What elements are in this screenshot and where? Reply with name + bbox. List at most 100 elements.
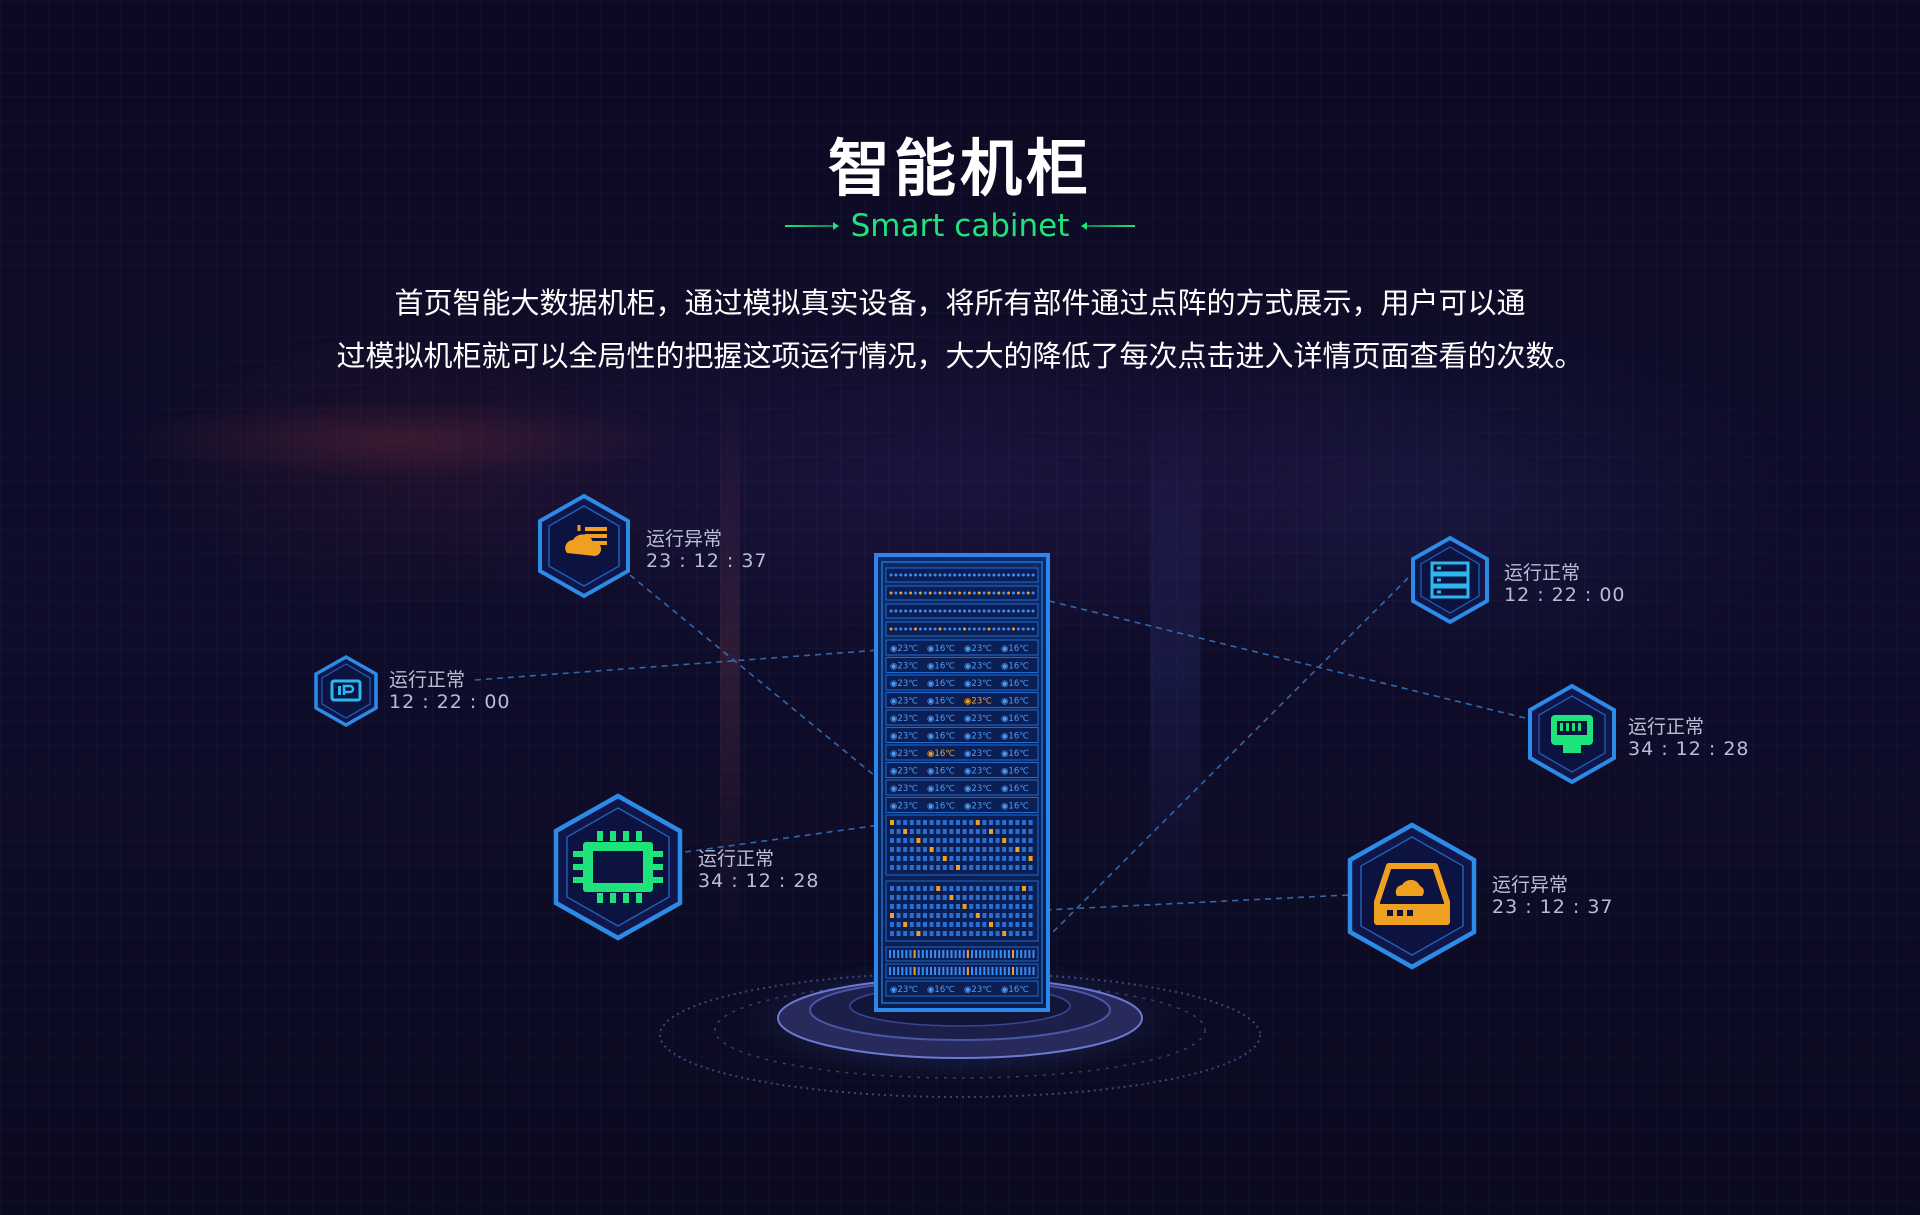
cabinet-temp-label: ◉16℃ — [927, 767, 955, 777]
cabinet-temp-row: ◉23℃ ◉16℃ ◉23℃ ◉16℃ — [885, 709, 1039, 726]
link-server — [1044, 577, 1409, 941]
cabinet-temp-label: ◉23℃ — [964, 644, 992, 654]
server-cabinet: ◉23℃ ◉16℃ ◉23℃ ◉16℃ ◉23℃ ◉16℃ ◉23℃ ◉16℃ ◉23℃ ◉16℃… — [874, 553, 1050, 1012]
node-time: 12 : 22 : 00 — [389, 691, 511, 713]
node-time: 34 : 12 : 28 — [698, 870, 820, 892]
cabinet-temp-label: ◉23℃ — [964, 697, 992, 707]
cabinet-temp-label: ◉23℃ — [890, 679, 918, 689]
cabinet-grid-block — [885, 814, 1039, 876]
cabinet-dot-row — [885, 621, 1039, 637]
cabinet-temp-row: ◉23℃ ◉16℃ ◉23℃ ◉16℃ — [885, 779, 1039, 796]
cabinet-temp-label: ◉16℃ — [927, 985, 955, 995]
node-status: 运行异常 — [1492, 874, 1569, 896]
subtitle-deco-left — [784, 222, 839, 230]
cabinet-temp-row: ◉23℃ ◉16℃ ◉23℃ ◉16℃ — [885, 657, 1039, 673]
cabinet-temp-label: ◉23℃ — [964, 662, 992, 672]
cabinet-grid-block — [885, 880, 1039, 942]
cabinet-temp-label: ◉23℃ — [964, 714, 992, 724]
hexagon-frame — [314, 654, 378, 728]
hexagon-frame — [1347, 822, 1477, 970]
ip-address-icon — [330, 679, 362, 702]
cabinet-temp-label: ◉23℃ — [890, 714, 918, 724]
cabinet-temp-label: ◉16℃ — [1001, 679, 1029, 689]
cabinet-temp-row: ◉23℃ ◉16℃ ◉23℃ ◉16℃ — [885, 727, 1039, 743]
cabinet-temp-label: ◉16℃ — [1001, 644, 1029, 654]
link-ip — [474, 649, 881, 681]
cabinet-dot-row — [885, 585, 1039, 601]
cabinet-temp-label: ◉23℃ — [890, 784, 918, 794]
node-status: 运行异常 — [646, 528, 723, 550]
link-cloud — [629, 574, 881, 781]
cabinet-temp-label: ◉16℃ — [1001, 697, 1029, 707]
cabinet-temp-label: ◉16℃ — [927, 784, 955, 794]
cabinet-temp-row: ◉23℃ ◉16℃ ◉23℃ ◉16℃ — [885, 639, 1039, 656]
cabinet-temp-label: ◉23℃ — [890, 662, 918, 672]
cloud-data-icon — [565, 525, 607, 556]
cloud-storage-icon — [1374, 863, 1450, 925]
cabinet-temp-label: ◉23℃ — [890, 749, 918, 759]
cabinet-temp-label: ◉23℃ — [890, 802, 918, 812]
hexagon-frame — [553, 793, 683, 941]
cabinet-temp-label: ◉23℃ — [890, 644, 918, 654]
cabinet-temp-label: ◉23℃ — [890, 985, 918, 995]
hexagon-frame — [1411, 535, 1489, 625]
cabinet-temp-label: ◉23℃ — [964, 985, 992, 995]
cabinet-slot-row — [885, 946, 1039, 962]
node-status: 运行正常 — [389, 669, 466, 691]
network-port-icon — [1551, 715, 1593, 753]
cabinet-dot-row — [885, 567, 1039, 583]
cabinet-temp-label: ◉16℃ — [1001, 802, 1029, 812]
cabinet-temp-label: ◉16℃ — [927, 749, 955, 759]
description-line-2: 过模拟机柜就可以全局性的把握这项运行情况，大大的降低了每次点击进入详情页面查看的… — [336, 339, 1584, 373]
cabinet-visual: ◉23℃ ◉16℃ ◉23℃ ◉16℃ ◉23℃ ◉16℃ ◉23℃ ◉16℃ ◉23℃ ◉16℃… — [610, 540, 1310, 1104]
page-title: 智能机柜 — [827, 132, 1092, 205]
node-status: 运行正常 — [698, 848, 775, 870]
cabinet-temp-label: ◉23℃ — [964, 767, 992, 777]
cabinet-slot-row — [885, 963, 1039, 979]
node-time: 23 : 12 : 37 — [646, 550, 768, 572]
node-status: 运行正常 — [1504, 562, 1581, 584]
cabinet-temp-label: ◉16℃ — [927, 802, 955, 812]
cabinet-temp-label: ◉16℃ — [1001, 732, 1029, 742]
cabinet-temp-label: ◉23℃ — [890, 732, 918, 742]
cabinet-temp-label: ◉16℃ — [1001, 784, 1029, 794]
hexagon-frame — [1528, 683, 1616, 785]
node-time: 34 : 12 : 28 — [1628, 738, 1750, 760]
cabinet-temp-label: ◉16℃ — [1001, 985, 1029, 995]
cabinet-temp-label: ◉16℃ — [1001, 767, 1029, 777]
cabinet-svg: ◉23℃ ◉16℃ ◉23℃ ◉16℃ ◉23℃ ◉16℃ ◉23℃ ◉16℃ ◉23℃ ◉16℃… — [659, 553, 1261, 1098]
cabinet-temp-row: ◉23℃ ◉16℃ ◉23℃ ◉16℃ — [885, 744, 1039, 761]
cabinet-temp-row: ◉23℃ ◉16℃ ◉23℃ ◉16℃ — [885, 674, 1039, 691]
subtitle-row: Smart cabinet — [0, 208, 1920, 244]
node-time: 23 : 12 : 37 — [1492, 896, 1614, 918]
server-stack-icon — [1430, 561, 1470, 599]
cabinet-temp-label: ◉23℃ — [890, 697, 918, 707]
cabinet-temp-label: ◉23℃ — [964, 679, 992, 689]
cabinet-temp-row: ◉23℃ ◉16℃ ◉23℃ ◉16℃ — [885, 692, 1039, 708]
cabinet-temp-label: ◉16℃ — [927, 697, 955, 707]
cabinet-temp-label: ◉16℃ — [927, 644, 955, 654]
cabinet-temp-label: ◉16℃ — [1001, 749, 1029, 759]
node-time: 12 : 22 : 00 — [1504, 584, 1626, 606]
cabinet-temp-row: ◉23℃◉16℃◉23℃◉16℃ — [885, 797, 1039, 813]
cabinet-temp-row: ◉23℃ ◉16℃ ◉23℃ ◉16℃ — [885, 762, 1039, 778]
hexagon-frame — [538, 493, 630, 599]
chip-icon — [573, 831, 663, 903]
cabinet-temp-label: ◉16℃ — [1001, 662, 1029, 672]
cabinet-temp-label: ◉23℃ — [964, 749, 992, 759]
cabinet-temp-label: ◉16℃ — [927, 662, 955, 672]
description-line-1: 首页智能大数据机柜，通过模拟真实设备，将所有部件通过点阵的方式展示，用户可以通 — [394, 286, 1526, 320]
cabinet-dot-row — [885, 603, 1039, 619]
cabinet-temp-label: ◉16℃ — [1001, 714, 1029, 724]
cabinet-temp-label: ◉16℃ — [927, 679, 955, 689]
cabinet-temp-label: ◉16℃ — [927, 732, 955, 742]
cabinet-temp-label: ◉23℃ — [964, 732, 992, 742]
cabinet-temp-row: ◉23℃ ◉16℃ ◉23℃ ◉16℃ — [885, 980, 1039, 997]
node-status: 运行正常 — [1628, 716, 1705, 738]
page-subtitle: Smart cabinet — [850, 208, 1070, 244]
cabinet-temp-label: ◉16℃ — [927, 714, 955, 724]
cabinet-temp-label: ◉23℃ — [890, 767, 918, 777]
cabinet-temp-label: ◉23℃ — [964, 784, 992, 794]
